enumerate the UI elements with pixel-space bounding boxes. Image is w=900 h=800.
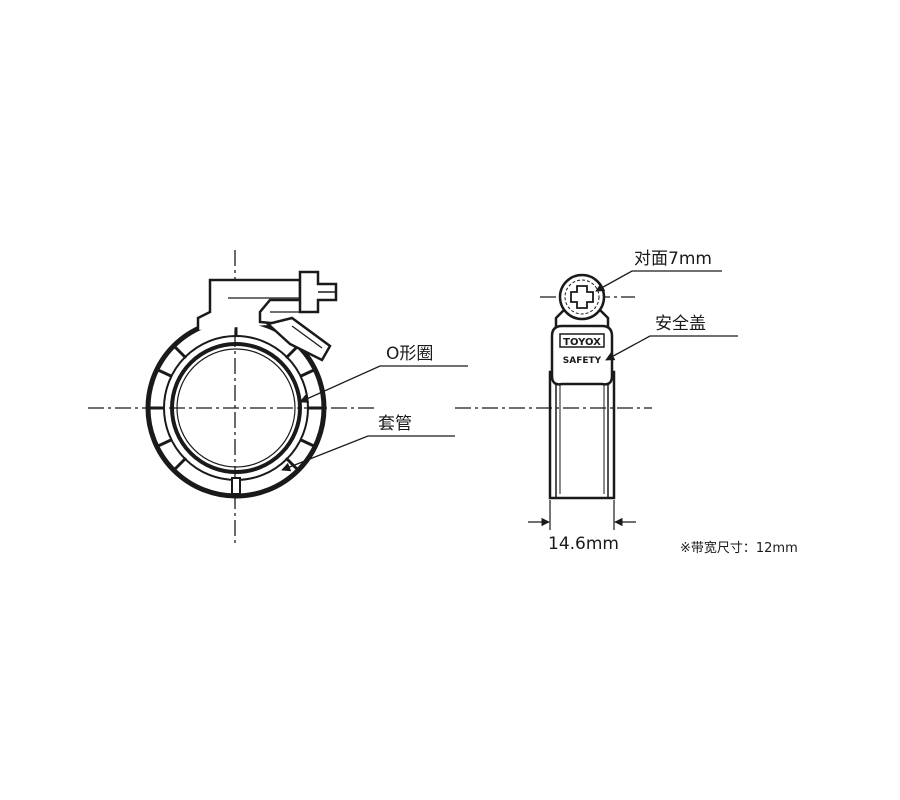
safety-cover-label: 安全盖 [655, 314, 706, 334]
hex-size-leader [595, 270, 722, 292]
safety-stamp: SAFETY [563, 356, 602, 366]
o-ring-label: O形圈 [386, 344, 433, 364]
side-view [455, 273, 652, 500]
band-width-note: ※带宽尺寸：12mm [680, 540, 798, 556]
safety-cover-leader [605, 335, 738, 361]
sleeve-label: 套管 [378, 414, 412, 434]
toyox-badge [559, 333, 605, 348]
hex-size-label: 对面7mm [634, 249, 712, 269]
sleeve-ribs [150, 321, 322, 495]
front-leaders [281, 365, 468, 472]
width-dimension [528, 500, 636, 530]
phillips-cross-icon [570, 285, 594, 309]
sleeve-leader [281, 435, 455, 472]
hex-outline [564, 279, 600, 315]
o-ring-inner [176, 348, 296, 468]
safety-cover [550, 324, 614, 386]
safety-cover-tab [265, 316, 332, 362]
tab-detail [291, 325, 323, 349]
toyox-stamp: TOYOX [563, 337, 601, 348]
o-ring-leader [299, 365, 468, 403]
width-label: 14.6mm [548, 534, 619, 554]
band-joint [231, 477, 241, 495]
o-ring [170, 342, 302, 474]
side-leaders [595, 270, 738, 361]
front-view [88, 250, 375, 545]
